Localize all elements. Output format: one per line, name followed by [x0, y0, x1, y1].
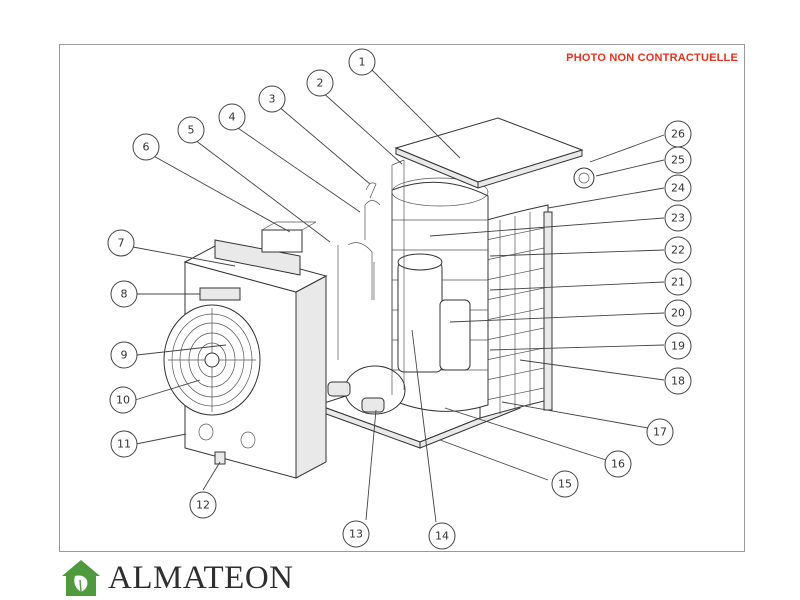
brand-name: ALMATEON — [108, 560, 294, 596]
callout-2: 2 — [306, 69, 334, 97]
svg-text:3: 3 — [269, 93, 276, 106]
heat-exchanger — [327, 365, 406, 415]
pipework — [337, 200, 381, 360]
side-frame — [391, 159, 405, 395]
callout-13: 13 — [342, 520, 370, 548]
callout-8: 8 — [110, 280, 138, 308]
svg-text:6: 6 — [143, 141, 150, 154]
svg-text:10: 10 — [116, 394, 130, 407]
callout-22: 22 — [664, 236, 692, 264]
svg-text:18: 18 — [671, 375, 685, 388]
pressure-gauge — [573, 167, 595, 189]
svg-text:7: 7 — [118, 237, 125, 250]
top-cover — [394, 117, 584, 189]
svg-text:14: 14 — [435, 530, 449, 543]
fan-panel — [163, 221, 328, 479]
svg-text:25: 25 — [671, 154, 685, 167]
svg-text:13: 13 — [349, 528, 363, 541]
svg-text:17: 17 — [653, 426, 667, 439]
svg-text:4: 4 — [229, 111, 236, 124]
disclaimer-label: PHOTO NON CONTRACTUELLE — [566, 52, 738, 64]
svg-text:26: 26 — [671, 128, 685, 141]
svg-text:16: 16 — [611, 458, 625, 471]
callout-4: 4 — [218, 103, 246, 131]
svg-text:12: 12 — [196, 499, 210, 512]
callout-6: 6 — [132, 133, 160, 161]
svg-text:23: 23 — [671, 212, 685, 225]
callout-20: 20 — [664, 299, 692, 327]
svg-text:19: 19 — [671, 340, 685, 353]
svg-text:21: 21 — [671, 276, 685, 289]
callout-9: 9 — [110, 341, 138, 369]
svg-text:24: 24 — [671, 182, 685, 195]
callout-18: 18 — [664, 367, 692, 395]
house-leaf-icon — [62, 560, 100, 596]
callout-15: 15 — [551, 470, 579, 498]
svg-text:15: 15 — [558, 478, 572, 491]
callout-23: 23 — [664, 204, 692, 232]
svg-text:9: 9 — [121, 349, 128, 362]
svg-text:2: 2 — [317, 77, 324, 90]
callout-1: 1 — [348, 48, 376, 76]
svg-text:1: 1 — [359, 56, 366, 69]
callout-19: 19 — [664, 332, 692, 360]
callout-25: 25 — [664, 146, 692, 174]
svg-text:20: 20 — [671, 307, 685, 320]
callout-7: 7 — [107, 229, 135, 257]
callout-21: 21 — [664, 268, 692, 296]
svg-text:11: 11 — [117, 438, 131, 451]
svg-text:8: 8 — [121, 288, 128, 301]
compressor — [397, 253, 471, 373]
svg-text:5: 5 — [188, 124, 195, 137]
callout-3: 3 — [258, 85, 286, 113]
callout-14: 14 — [428, 522, 456, 550]
brand-logo: ALMATEON — [58, 558, 338, 598]
callout-10: 10 — [109, 386, 137, 414]
sensor-wire — [365, 182, 377, 199]
callout-17: 17 — [646, 418, 674, 446]
leader-lines — [132, 67, 665, 523]
evaporator-grille — [479, 204, 553, 419]
callout-16: 16 — [604, 450, 632, 478]
callout-12: 12 — [189, 491, 217, 519]
callout-5: 5 — [177, 116, 205, 144]
svg-text:22: 22 — [671, 244, 685, 257]
callout-24: 24 — [664, 174, 692, 202]
diagram-frame — [59, 44, 745, 552]
callout-11: 11 — [110, 430, 138, 458]
callout-26: 26 — [664, 120, 692, 148]
